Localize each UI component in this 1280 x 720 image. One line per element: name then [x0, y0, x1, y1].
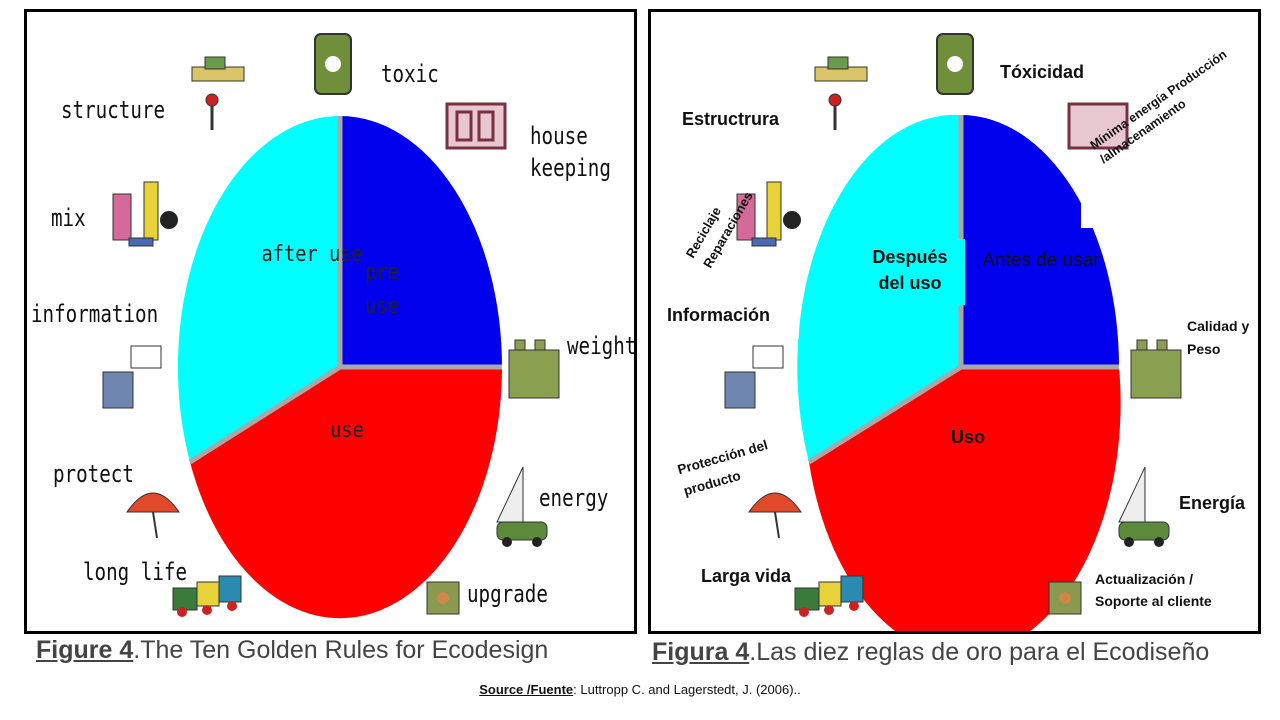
toxic-barrel-icon — [315, 34, 351, 94]
housekeeping-icon — [447, 104, 505, 148]
caption-spanish: Figura 4.Las diez reglas de oro para el … — [652, 638, 1209, 667]
long-life-train-icon — [795, 576, 863, 617]
information-icon — [725, 346, 783, 408]
sector-label-antes-de-usar: Antes de usar — [981, 248, 1101, 274]
structure-icon — [192, 57, 244, 130]
rule-label-mix: mix — [51, 204, 86, 232]
rule-label-informacion: Información — [667, 305, 770, 326]
rule-label-weight: weight — [567, 332, 636, 360]
rule-label-protect: protect — [53, 460, 134, 488]
structure-icon — [815, 57, 867, 130]
caption-text: .The Ten Golden Rules for Ecodesign — [133, 636, 548, 664]
energy-car-icon — [1119, 467, 1169, 547]
toxic-barrel-icon — [937, 34, 973, 94]
source-text: : Luttropp C. and Lagerstedt, J. (2006).… — [573, 682, 801, 697]
rule-label-upgrade: upgrade — [467, 580, 548, 608]
caption-text: .Las diez reglas de oro para el Ecodiseñ… — [749, 638, 1209, 666]
sector-label-after-use: after use — [261, 238, 334, 272]
rule-label-information: information — [31, 300, 158, 328]
protect-umbrella-icon — [749, 493, 801, 538]
weight-bricks-icon — [1131, 340, 1181, 398]
rule-label-energy: energy — [539, 484, 608, 512]
source-label: Source /Fuente — [479, 682, 573, 697]
figure-panel-english: after use pre use use structure toxic ho… — [24, 9, 637, 634]
sector-label-use: use — [322, 414, 373, 448]
rule-label-actualizacion: Actualización / Soporte al cliente — [1095, 568, 1245, 612]
rule-label-structure: structure — [61, 96, 165, 124]
protect-umbrella-icon — [127, 493, 179, 538]
caption-figure-number: Figure 4 — [36, 636, 133, 664]
upgrade-icon — [427, 582, 459, 614]
caption-figure-number: Figura 4 — [652, 638, 749, 666]
weight-bricks-icon — [509, 340, 559, 398]
rule-label-toxic: toxic — [381, 60, 439, 88]
upgrade-icon — [1049, 582, 1081, 614]
rule-label-calidad-y-peso: Calidad y Peso — [1187, 315, 1257, 361]
figure-panel-spanish: Después del uso Antes de usar Uso Estruc… — [648, 9, 1261, 634]
rule-label-toxicidad: Tóxicidad — [1000, 62, 1084, 83]
sector-pre-use — [340, 116, 502, 367]
rule-label-long-life: long life — [83, 558, 187, 586]
mix-materials-icon — [113, 182, 178, 246]
sector-label-pre-use: pre use — [352, 256, 412, 324]
rule-label-larga-vida: Larga vida — [701, 566, 791, 587]
rule-label-estructura: Estructrura — [682, 109, 779, 130]
sector-label-uso: Uso — [951, 424, 985, 450]
rule-label-housekeeping: house keeping — [530, 120, 602, 184]
information-icon — [103, 346, 161, 408]
sector-label-despues-del-uso: Después del uso — [857, 244, 963, 296]
source-citation: Source /Fuente: Luttropp C. and Lagerste… — [0, 682, 1280, 697]
rule-label-energia: Energía — [1179, 493, 1245, 514]
caption-english: Figure 4.The Ten Golden Rules for Ecodes… — [36, 636, 548, 665]
